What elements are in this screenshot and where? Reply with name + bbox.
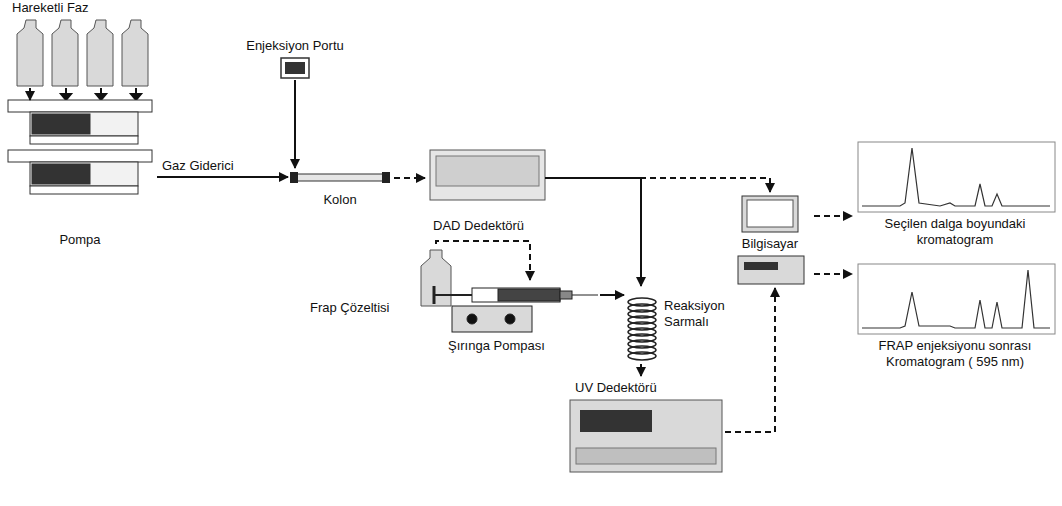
arrowhead <box>61 94 71 100</box>
bottle <box>122 20 148 86</box>
syringe-fill <box>498 289 560 301</box>
column-fitting <box>290 172 298 183</box>
flow-line <box>545 177 600 179</box>
pump-body <box>30 112 138 136</box>
chromatogram: Seçilen dalga boyundaki kromatogram <box>852 140 1060 258</box>
arrowhead <box>131 94 141 100</box>
frap-bottle <box>421 250 451 306</box>
computer-drive <box>744 262 778 270</box>
component-label: Hareketli Faz <box>12 0 89 16</box>
pump-knob <box>505 314 515 324</box>
frap-solution: Frap Çözeltisi <box>305 244 457 320</box>
pump-base <box>30 136 138 144</box>
component-label: FRAP enjeksiyonu sonrası Kromatogram ( 5… <box>852 338 1058 370</box>
pump-plate <box>8 150 152 162</box>
injection-port <box>281 58 309 78</box>
uv-detector: UV Dedektörü <box>565 376 725 476</box>
pump-head <box>32 114 90 134</box>
uv-detector <box>570 400 722 472</box>
dad-panel <box>436 156 539 186</box>
component-label: DAD Dedektörü <box>433 218 524 234</box>
column-fitting <box>382 172 390 183</box>
component-label: UV Dedektörü <box>575 380 657 396</box>
bottle <box>87 20 113 86</box>
column-tube <box>296 174 384 181</box>
uv-display <box>580 410 652 432</box>
component-label: Bilgisayar <box>728 236 812 252</box>
dad-detector <box>430 150 545 200</box>
reaction-coil: Reaksiyon Sarmalı <box>624 286 744 364</box>
syringe-tip <box>560 291 572 299</box>
pump-head <box>32 164 90 184</box>
component-label: Reaksiyon Sarmalı <box>664 298 742 330</box>
pump-base <box>452 306 532 332</box>
flow-arrow <box>725 288 775 432</box>
chromatogram-panel <box>858 264 1055 334</box>
bottle <box>17 20 43 86</box>
flow-arrow <box>29 88 31 100</box>
syringe-needle <box>572 295 598 296</box>
flow-arrow <box>600 178 770 192</box>
chromatogram-trace <box>862 270 1050 328</box>
pump-plate <box>8 100 152 112</box>
column: Kolon <box>288 168 394 212</box>
monitor <box>742 196 798 232</box>
flow-arrow <box>157 176 288 178</box>
pump-units <box>8 100 152 194</box>
flow-arrow <box>600 178 641 286</box>
plunger-rod <box>434 294 472 296</box>
component-label: Seçilen dalga boyundaki kromatogram <box>852 216 1058 248</box>
chromatogram: FRAP enjeksiyonu sonrası Kromatogram ( 5… <box>852 262 1060 380</box>
component-label: Frap Çözeltisi <box>310 300 389 316</box>
computer: Bilgisayar <box>728 192 814 288</box>
uv-front <box>576 448 716 464</box>
monitor-screen <box>747 200 793 227</box>
solvent-bottles <box>17 20 148 86</box>
syringe-pump: Şırınga Pompası <box>428 280 600 358</box>
chromatogram-panel <box>858 142 1055 212</box>
flow-arrow <box>436 241 530 280</box>
pump-knob <box>467 314 477 324</box>
flow-arrow <box>394 177 425 179</box>
flow-arrow <box>814 273 852 275</box>
component-label: Şırınga Pompası <box>448 338 545 354</box>
reaction-coil <box>628 298 656 360</box>
pump: Pompa <box>5 100 157 250</box>
injection-port-core <box>285 62 305 74</box>
syringe-barrel <box>472 288 560 302</box>
bottle <box>52 20 78 86</box>
edge-label: Gaz Giderici <box>160 158 236 174</box>
arrowhead <box>96 94 106 100</box>
pump-base <box>30 186 138 194</box>
component-label: Enjeksiyon Portu <box>240 38 350 54</box>
flow-arrow <box>294 80 296 168</box>
chromatogram-trace <box>862 148 1050 206</box>
computer-case <box>738 256 804 284</box>
component-label: Kolon <box>288 192 392 208</box>
injection-port: Enjeksiyon Portu <box>240 38 352 80</box>
solvent-reservoir: Hareketli Faz <box>8 0 158 88</box>
pump-body <box>30 162 138 186</box>
feed-arrows <box>61 88 141 100</box>
flow-arrow <box>640 364 642 376</box>
component-label: Pompa <box>5 232 155 248</box>
dad-detector: DAD Dedektörü <box>425 148 600 238</box>
coil-winding <box>628 352 656 360</box>
flow-arrow <box>814 215 852 217</box>
syringe-pump <box>434 286 598 332</box>
flow-arrow <box>600 294 624 296</box>
